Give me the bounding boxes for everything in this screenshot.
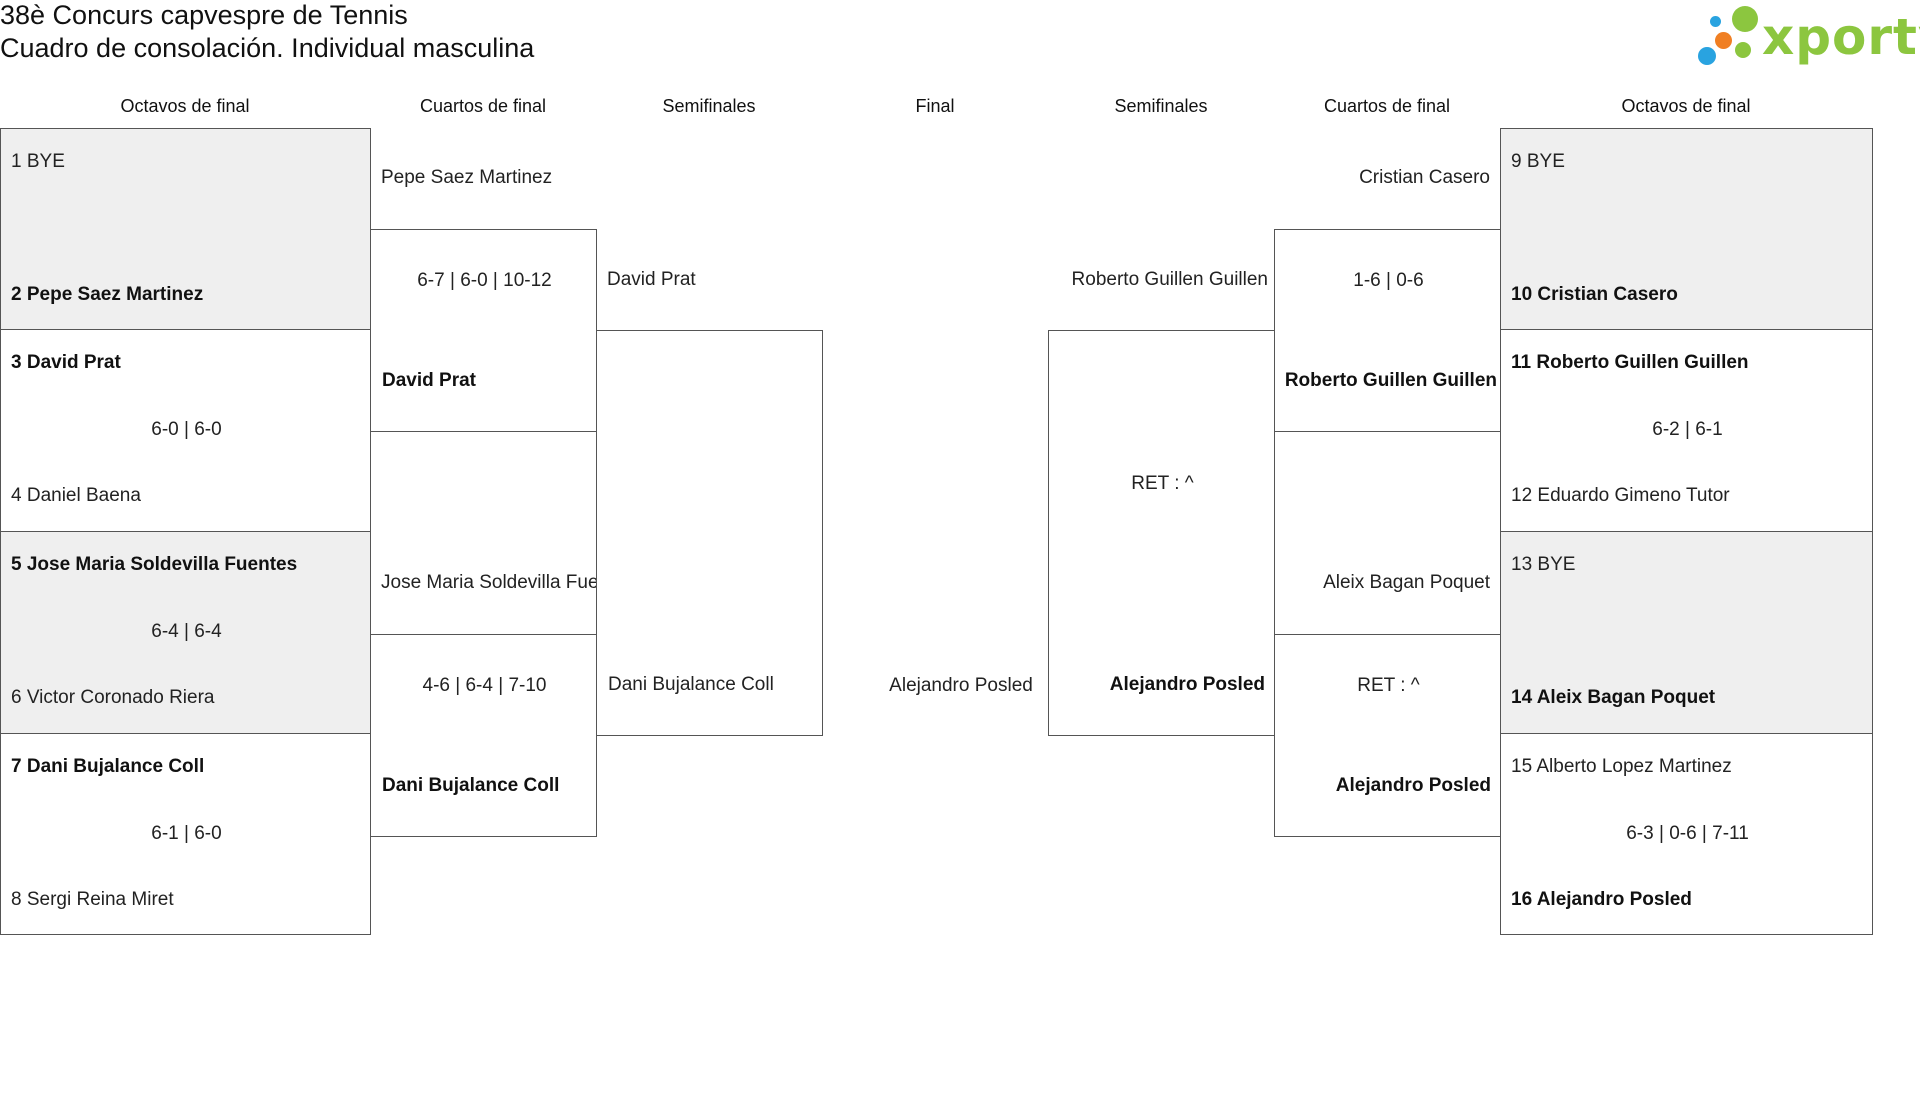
match-score: 1-6 | 0-6 <box>1353 270 1424 291</box>
match-box-r16-3[interactable]: 5 Jose Maria Soldevilla Fuentes 6-4 | 6-… <box>0 531 371 734</box>
player-name[interactable]: 1 BYE <box>11 151 65 172</box>
match-box-r16-6[interactable]: 11 Roberto Guillen Guillen 6-2 | 6-1 12 … <box>1500 329 1873 532</box>
player-name-winner[interactable]: 5 Jose Maria Soldevilla Fuentes <box>11 554 298 575</box>
match-box-r16-8[interactable]: 15 Alberto Lopez Martinez 6-3 | 0-6 | 7-… <box>1500 733 1873 935</box>
round-header-qf-left: Cuartos de final <box>419 96 547 116</box>
player-name-winner[interactable]: 11 Roberto Guillen Guillen <box>1511 352 1749 373</box>
logo-dot-green-small-icon <box>1735 42 1751 58</box>
player-name-winner[interactable]: Alejandro Posled <box>1109 674 1265 695</box>
match-score: 4-6 | 6-4 | 7-10 <box>422 675 547 696</box>
sf-player-top-left[interactable]: David Prat <box>607 269 696 290</box>
logo-text: xporty <box>1762 8 1920 66</box>
match-box-qf-1[interactable]: 6-7 | 6-0 | 10-12 David Prat <box>370 229 597 432</box>
match-box-qf-2[interactable]: 4-6 | 6-4 | 7-10 Dani Bujalance Coll <box>370 634 597 837</box>
player-name[interactable]: 15 Alberto Lopez Martinez <box>1511 756 1732 777</box>
round-header-final: Final <box>915 96 955 116</box>
match-box-r16-2[interactable]: 3 David Prat 6-0 | 6-0 4 Daniel Baena <box>0 329 371 532</box>
qf-player-top-2[interactable]: Jose Maria Soldevilla Fuentes <box>381 572 596 593</box>
player-name-winner[interactable]: David Prat <box>382 370 476 391</box>
round-header-r16-right: Octavos de final <box>1621 96 1751 116</box>
match-score: 6-2 | 6-1 <box>1652 419 1723 440</box>
qf-player-top-3[interactable]: Cristian Casero <box>1359 167 1490 188</box>
player-name-winner[interactable]: Dani Bujalance Coll <box>382 775 560 796</box>
player-name-winner[interactable]: 7 Dani Bujalance Coll <box>11 756 205 777</box>
player-name[interactable]: 6 Victor Coronado Riera <box>11 687 215 708</box>
player-name-winner[interactable]: Alejandro Posled <box>1335 775 1491 796</box>
player-name[interactable]: 13 BYE <box>1511 554 1576 575</box>
logo-dot-blue-small-icon <box>1710 16 1721 27</box>
match-box-qf-3[interactable]: 1-6 | 0-6 Roberto Guillen Guillen <box>1274 229 1501 432</box>
match-score: 6-3 | 0-6 | 7-11 <box>1626 823 1749 844</box>
match-score: 6-1 | 6-0 <box>151 823 222 844</box>
match-score: RET : ^ <box>1357 675 1420 696</box>
match-box-qf-4[interactable]: RET : ^ Alejandro Posled <box>1274 634 1501 837</box>
round-header-r16-left: Octavos de final <box>120 96 250 116</box>
round-header-sf-left: Semifinales <box>662 96 756 116</box>
sf-player-top-right[interactable]: Roberto Guillen Guillen <box>1071 269 1268 290</box>
player-name-winner[interactable]: 16 Alejandro Posled <box>1511 889 1692 910</box>
match-score: RET : ^ <box>1131 473 1194 494</box>
player-name-winner[interactable]: 10 Cristian Casero <box>1511 284 1678 305</box>
draw-subtitle: Cuadro de consolación. Individual mascul… <box>0 33 535 63</box>
round-header-qf-right: Cuartos de final <box>1323 96 1451 116</box>
player-name[interactable]: 12 Eduardo Gimeno Tutor <box>1511 485 1730 506</box>
logo-dot-orange-icon <box>1715 32 1732 49</box>
player-name-winner[interactable]: 3 David Prat <box>11 352 121 373</box>
player-name[interactable]: Dani Bujalance Coll <box>608 674 774 695</box>
player-name-winner[interactable]: 14 Aleix Bagan Poquet <box>1511 687 1716 708</box>
match-box-sf-left[interactable]: Dani Bujalance Coll <box>596 330 823 736</box>
player-name[interactable]: 4 Daniel Baena <box>11 485 141 506</box>
logo-dot-green-icon <box>1732 6 1758 32</box>
match-box-r16-1[interactable]: 1 BYE 2 Pepe Saez Martinez <box>0 128 371 330</box>
player-name-winner[interactable]: 2 Pepe Saez Martinez <box>11 284 204 305</box>
player-name[interactable]: 8 Sergi Reina Miret <box>11 889 174 910</box>
match-box-sf-right[interactable]: RET : ^ Alejandro Posled <box>1048 330 1275 736</box>
match-score: 6-4 | 6-4 <box>151 621 222 642</box>
match-box-r16-7[interactable]: 13 BYE 14 Aleix Bagan Poquet <box>1500 531 1873 734</box>
match-box-r16-5[interactable]: 9 BYE 10 Cristian Casero <box>1500 128 1873 330</box>
qf-player-top-1[interactable]: Pepe Saez Martinez <box>381 167 553 188</box>
logo-dot-blue-icon <box>1698 47 1716 65</box>
final-player[interactable]: Alejandro Posled <box>889 675 1033 696</box>
tournament-title: 38è Concurs capvespre de Tennis <box>0 0 408 30</box>
match-box-r16-4[interactable]: 7 Dani Bujalance Coll 6-1 | 6-0 8 Sergi … <box>0 733 371 935</box>
match-score: 6-0 | 6-0 <box>151 419 222 440</box>
qf-player-top-4[interactable]: Aleix Bagan Poquet <box>1323 572 1490 593</box>
xporty-logo[interactable]: xporty <box>1698 4 1920 68</box>
player-name-winner[interactable]: Roberto Guillen Guillen <box>1284 370 1497 391</box>
match-score: 6-7 | 6-0 | 10-12 <box>417 270 552 291</box>
player-name[interactable]: 9 BYE <box>1511 151 1565 172</box>
round-header-sf-right: Semifinales <box>1114 96 1208 116</box>
